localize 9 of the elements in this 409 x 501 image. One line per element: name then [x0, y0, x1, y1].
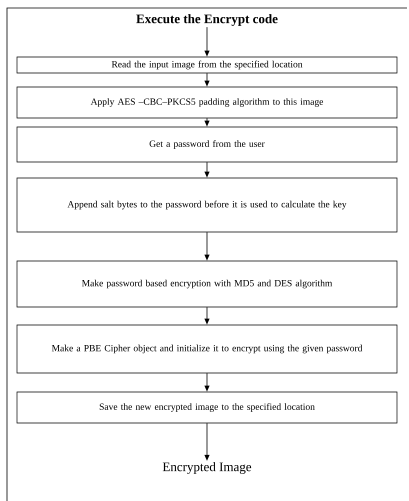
output-text: Encrypted Image: [162, 462, 252, 474]
process-box: Append salt bytes to the password before it is used to calculate the key: [16, 178, 398, 232]
process-box: Read the input image from the specified location: [16, 56, 398, 74]
process-box: Save the new encrypted image to the specified location: [16, 392, 398, 424]
process-box: Get a password from the user: [16, 126, 398, 162]
process-box: Make password based encryption with MD5 and DES algorithm: [16, 260, 398, 308]
process-box: Make a PBE Cipher object and initialize it to encrypt using the given password: [16, 324, 398, 374]
title-text: Execute the Encrypt code: [136, 14, 278, 26]
process-box: Apply AES –CBC–PKCS5 padding algorithm to this image: [16, 86, 398, 118]
